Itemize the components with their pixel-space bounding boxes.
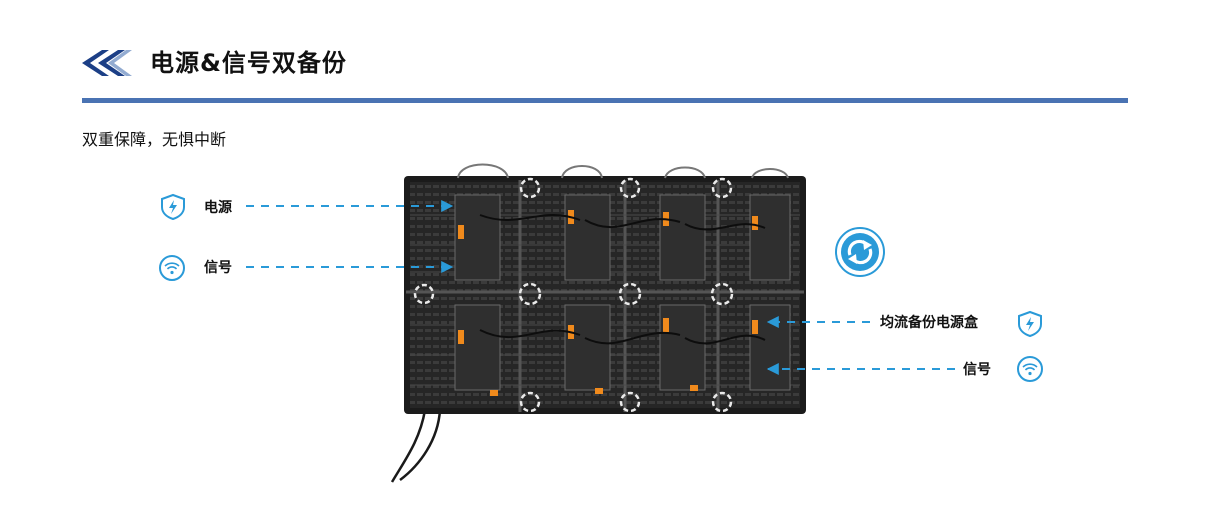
wifi-circle-icon (1017, 356, 1043, 382)
shield-lightning-icon (1018, 310, 1042, 338)
refresh-circle-icon (835, 227, 885, 277)
signal-backup-label: 信号 (963, 362, 991, 378)
double-chevron-left-icon (82, 50, 132, 76)
wifi-circle-icon (159, 255, 185, 281)
power-cables (390, 409, 442, 483)
shield-lightning-icon (161, 193, 185, 221)
header-divider (82, 98, 1128, 103)
backup-power-box-label: 均流备份电源盒 (880, 315, 978, 331)
power-label: 电源 (204, 200, 232, 216)
led-cabinet-wall (404, 163, 806, 414)
page-title: 电源&信号双备份 (150, 49, 347, 77)
page-subtitle: 双重保障，无惧中断 (82, 130, 227, 149)
signal-label: 信号 (204, 260, 232, 276)
